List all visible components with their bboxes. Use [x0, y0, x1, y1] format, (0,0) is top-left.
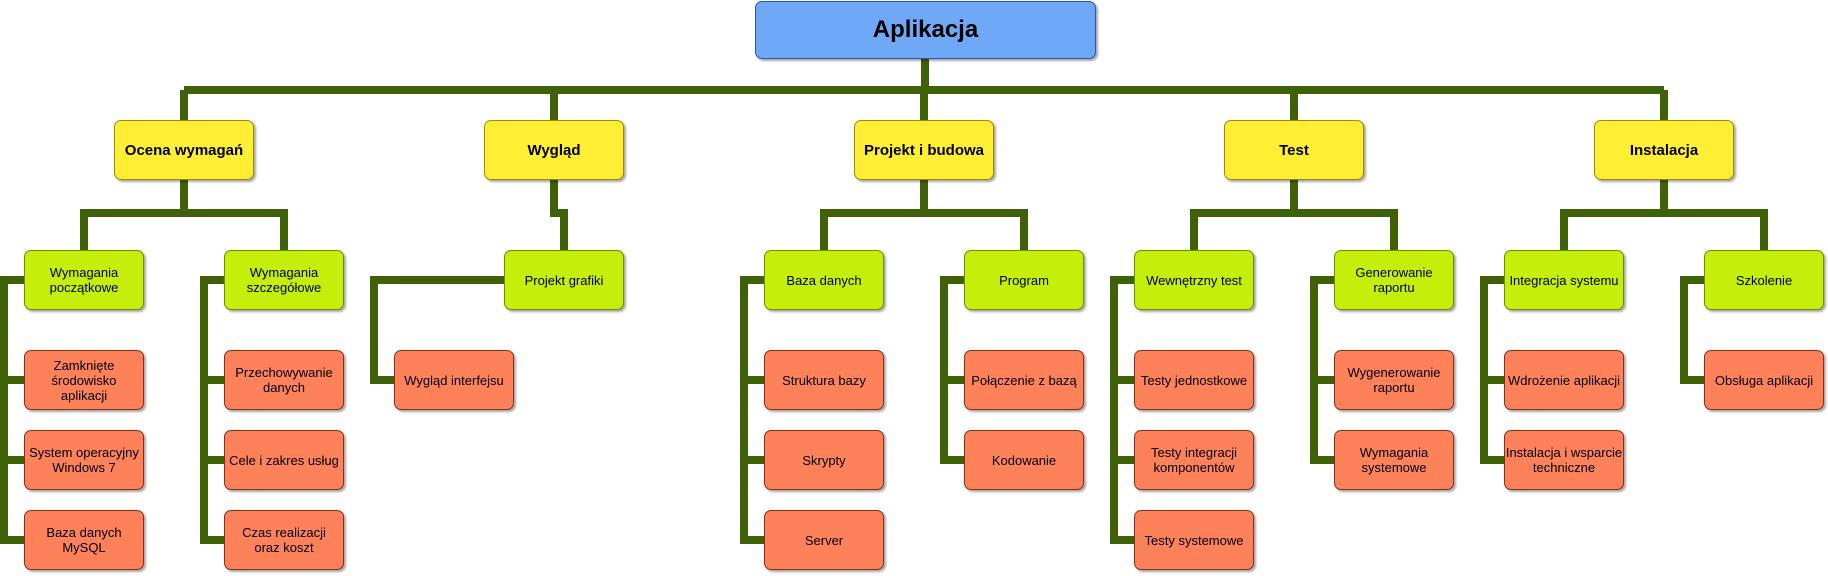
leaf-wygenerowanie-raportu[interactable]: Wygenerowanie raportu [1334, 350, 1454, 410]
category-ocena-wymagan[interactable]: Ocena wymagań [114, 120, 254, 180]
leaf-zamkniete-srodowisko[interactable]: Zamknięte środowisko aplikacji [24, 350, 144, 410]
leaf-skrypty[interactable]: Skrypty [764, 430, 884, 490]
category-projekt-i-budowa[interactable]: Projekt i budowa [854, 120, 994, 180]
leaf-wdrozenie-aplikacji[interactable]: Wdrożenie aplikacji [1504, 350, 1624, 410]
connector-line [184, 209, 288, 250]
leaf-struktura-bazy[interactable]: Struktura bazy [764, 350, 884, 410]
leaf-czas-realizacji[interactable]: Czas realizacji oraz koszt [224, 510, 344, 570]
category-test[interactable]: Test [1224, 120, 1364, 180]
leaf-system-operacyjny[interactable]: System operacyjny Windows 7 [24, 430, 144, 490]
sub-generowanie-raportu[interactable]: Generowanie raportu [1334, 250, 1454, 310]
leaf-kodowanie[interactable]: Kodowanie [964, 430, 1084, 490]
sub-projekt-grafiki[interactable]: Projekt grafiki [504, 250, 624, 310]
leaf-baza-danych-mysql[interactable]: Baza danych MySQL [24, 510, 144, 570]
connector-line [1190, 180, 1298, 250]
connector-line [820, 180, 928, 250]
leaf-cele-i-zakres-uslug[interactable]: Cele i zakres usług [224, 430, 344, 490]
connector-line [924, 209, 1028, 250]
connector-line [0, 276, 24, 544]
connector-line [1294, 209, 1398, 250]
sub-program[interactable]: Program [964, 250, 1084, 310]
connector-line [740, 276, 764, 544]
leaf-testy-jednostkowe[interactable]: Testy jednostkowe [1134, 350, 1254, 410]
connector-line [370, 276, 504, 384]
leaf-przechowywanie-danych[interactable]: Przechowywanie danych [224, 350, 344, 410]
leaf-obsluga-aplikacji[interactable]: Obsługa aplikacji [1704, 350, 1824, 410]
sub-integracja-systemu[interactable]: Integracja systemu [1504, 250, 1624, 310]
category-wyglad[interactable]: Wygląd [484, 120, 624, 180]
connector-line [1680, 276, 1704, 384]
sub-wymagania-poczatkowe[interactable]: Wymagania początkowe [24, 250, 144, 310]
leaf-instalacja-i-wsparcie[interactable]: Instalacja i wsparcie techniczne [1504, 430, 1624, 490]
leaf-wyglad-interfejsu[interactable]: Wygląd interfejsu [394, 350, 514, 410]
sub-szkolenie[interactable]: Szkolenie [1704, 250, 1824, 310]
connector-line [80, 180, 188, 250]
connector-line [1560, 180, 1668, 250]
sub-wymagania-szczegolowe[interactable]: Wymagania szczegółowe [224, 250, 344, 310]
sub-wewnetrzny-test[interactable]: Wewnętrzny test [1134, 250, 1254, 310]
sub-baza-danych[interactable]: Baza danych [764, 250, 884, 310]
connector-line [1664, 209, 1768, 250]
connector-line [1110, 276, 1134, 544]
leaf-wymagania-systemowe[interactable]: Wymagania systemowe [1334, 430, 1454, 490]
connector-line [1480, 276, 1504, 464]
leaf-polaczenie-z-baza[interactable]: Połączenie z bazą [964, 350, 1084, 410]
connector-line [1310, 276, 1334, 464]
connector-line [550, 180, 568, 250]
leaf-testy-integracji[interactable]: Testy integracji komponentów [1134, 430, 1254, 490]
connector-line [940, 276, 964, 464]
connector-line [200, 276, 224, 544]
root-node[interactable]: Aplikacja [755, 1, 1096, 59]
leaf-testy-systemowe[interactable]: Testy systemowe [1134, 510, 1254, 570]
leaf-server[interactable]: Server [764, 510, 884, 570]
category-instalacja[interactable]: Instalacja [1594, 120, 1734, 180]
